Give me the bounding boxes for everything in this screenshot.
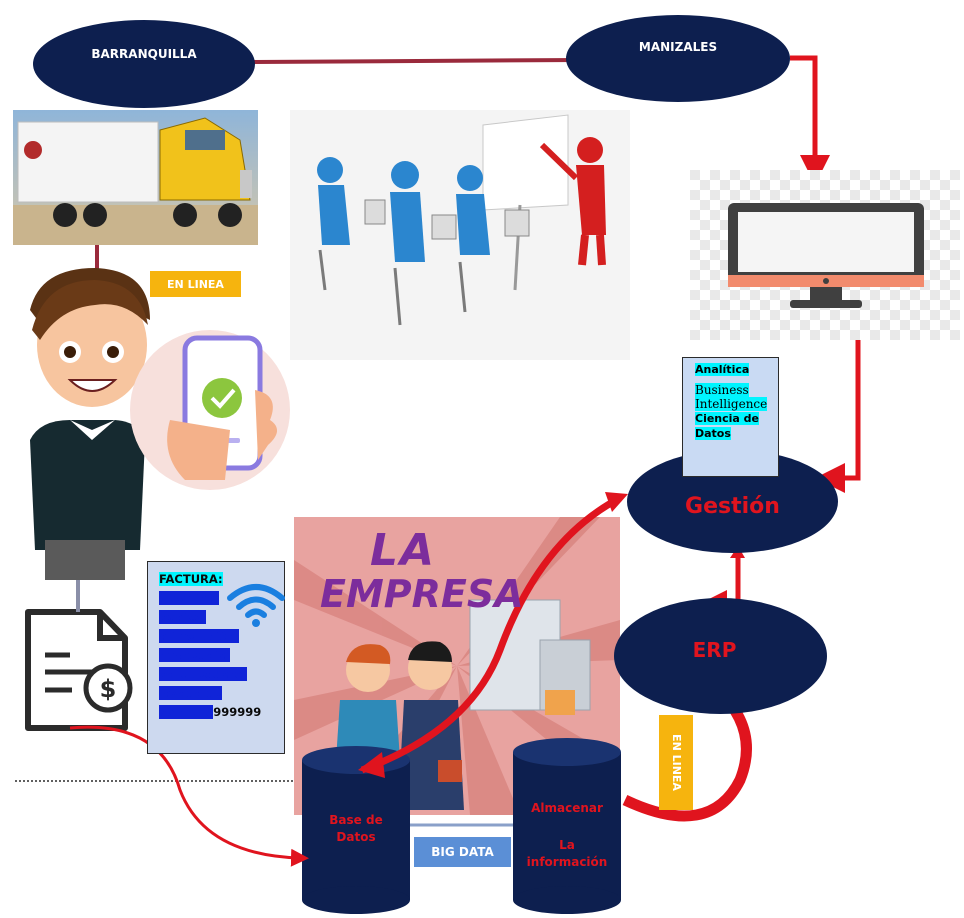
database-cylinder-left [302, 746, 410, 914]
person-image [30, 268, 150, 580]
node-gestion-label: Gestión [685, 494, 780, 519]
wifi-icon [227, 584, 285, 627]
connector-barranquilla-manizales [249, 58, 581, 64]
arrow-database-gestion [360, 494, 622, 774]
invoice-title: FACTURA: [159, 572, 223, 586]
invoice-item-7: vehículo [159, 705, 214, 719]
company-title-line-1: LA [370, 525, 437, 576]
arrow-monitor-gestion [815, 340, 861, 493]
analytics-line-1: Analítica [695, 363, 750, 376]
invoice-details-box: FACTURA: Gasolina, peajes, alimentción, … [147, 561, 285, 754]
arrow-database-head [358, 752, 385, 778]
truck-image [13, 110, 258, 245]
node-erp-label: ERP [692, 638, 737, 662]
invoice-item-3: alimentción, [159, 629, 240, 643]
database-left-line-1: Base de [329, 813, 383, 827]
training-image [290, 110, 630, 360]
analytics-line-2: Business [695, 383, 749, 397]
en-linea-tag-top-label: EN LINEA [167, 277, 224, 291]
arrow-gestion-head [605, 492, 628, 512]
node-barranquilla: BARRANQUILLA [33, 20, 255, 108]
database-right-label: Almacenar La información [513, 800, 621, 871]
invoice-item-5: parqueadero, [159, 667, 247, 681]
invoice-number: 999999 [213, 705, 262, 719]
invoice-item-4: hospedaje, [159, 648, 231, 662]
database-left-label: Base de Datos [302, 812, 410, 846]
arrow-manizales-monitor [790, 55, 830, 185]
big-data-label: BIG DATA [414, 837, 511, 867]
svg-text:$: $ [100, 675, 117, 703]
node-manizales-label: MANIZALES [638, 39, 718, 54]
analytics-box: Analítica Business Intelligence Ciencia … [682, 357, 779, 477]
database-right-line-2: La [559, 838, 575, 852]
analytics-line-5: Datos [695, 427, 731, 440]
phone-image [130, 330, 290, 490]
node-erp: ERP [614, 598, 827, 714]
arrow-storage-erp [622, 686, 752, 822]
invoice-item-1: Gasolina, [159, 591, 220, 605]
node-barranquilla-label: BARRANQUILLA [91, 47, 197, 61]
en-linea-tag-top: EN LINEA [150, 271, 241, 297]
monitor-image [690, 170, 960, 340]
analytics-line-3: Intelligence [695, 397, 768, 411]
node-manizales: MANIZALES [566, 15, 790, 102]
big-data-text: BIG DATA [431, 845, 494, 859]
database-right-line-3: información [526, 855, 608, 869]
invoice-item-2: peajes, [159, 610, 206, 624]
database-cylinder-right [513, 738, 621, 914]
arrow-invoice-database [69, 725, 309, 867]
en-linea-tag-side: EN LINEA [659, 715, 693, 810]
en-linea-tag-side-label: EN LINEA [669, 734, 683, 791]
invoice-icon: $ [25, 609, 133, 731]
company-title-line-2: EMPRESA [320, 572, 524, 616]
database-right-line-1: Almacenar [531, 801, 603, 815]
database-left-line-2: Datos [336, 830, 376, 844]
analytics-line-4: Ciencia de [695, 412, 760, 425]
invoice-item-6: lavada de [159, 686, 222, 700]
